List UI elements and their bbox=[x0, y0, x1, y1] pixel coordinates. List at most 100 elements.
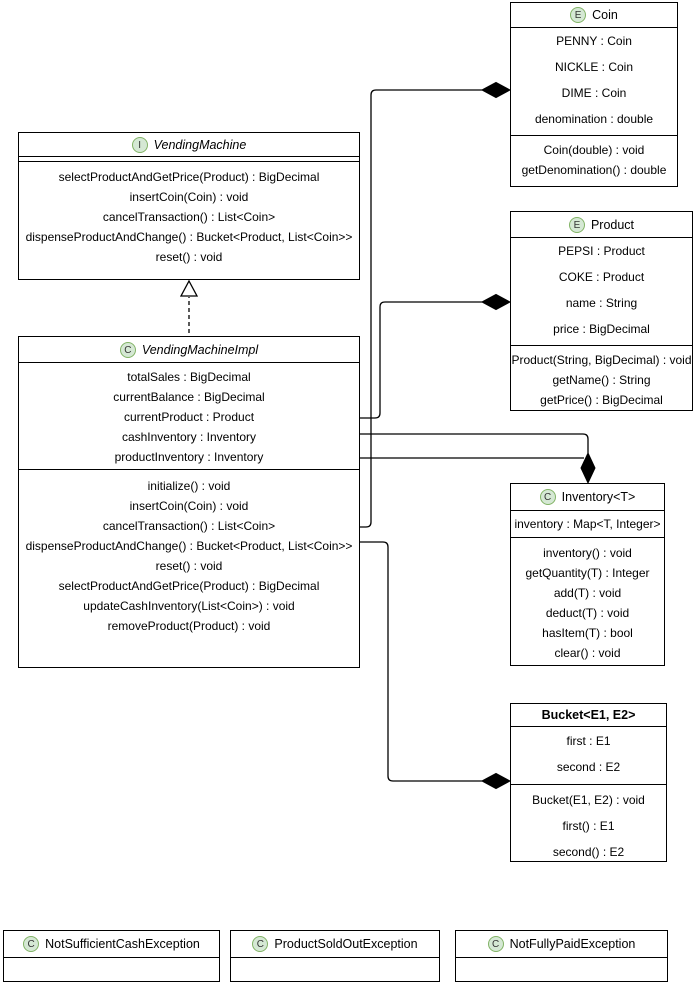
method-row: reset() : void bbox=[155, 559, 223, 573]
class-header: C NotSufficientCashException bbox=[4, 931, 219, 958]
methods-section: Bucket(E1, E2) : void first() : E1 secon… bbox=[511, 785, 666, 865]
class-title: Bucket<E1, E2> bbox=[541, 708, 636, 722]
field-row: cashInventory : Inventory bbox=[121, 430, 257, 444]
class-title: Coin bbox=[592, 8, 618, 22]
fields-section: PENNY : Coin NICKLE : Coin DIME : Coin d… bbox=[511, 28, 677, 136]
field-row: second : E2 bbox=[556, 760, 621, 774]
field-row: COKE : Product bbox=[558, 270, 645, 284]
field-row: first : E1 bbox=[566, 734, 611, 748]
composition-edge-coin[interactable] bbox=[360, 81, 512, 528]
field-row: NICKLE : Coin bbox=[554, 60, 634, 74]
method-row: selectProductAndGetPrice(Product) : BigD… bbox=[58, 579, 320, 593]
method-row: insertCoin(Coin) : void bbox=[129, 499, 249, 513]
method-row: inventory() : void bbox=[543, 546, 632, 560]
class-header: C NotFullyPaidException bbox=[456, 931, 667, 958]
method-row: cancelTransaction() : List<Coin> bbox=[102, 519, 276, 533]
composition-edge-bucket[interactable] bbox=[360, 541, 512, 790]
empty-body-section bbox=[4, 958, 219, 981]
method-row: add(T) : void bbox=[553, 586, 622, 600]
method-row: first() : E1 bbox=[562, 819, 615, 833]
enum-box-product[interactable]: E Product PEPSI : Product COKE : Product… bbox=[510, 211, 693, 411]
realization-edge-vendingmachineimpl-vendingmachine[interactable] bbox=[179, 279, 199, 340]
empty-body-section bbox=[231, 958, 439, 981]
class-badge-icon: C bbox=[539, 489, 556, 505]
edge-line bbox=[360, 541, 482, 782]
field-row: denomination : double bbox=[534, 112, 654, 126]
empty-body-section bbox=[456, 958, 667, 981]
method-row: getQuantity(T) : Integer bbox=[525, 566, 650, 580]
field-row: name : String bbox=[565, 296, 638, 310]
filled-diamond bbox=[480, 772, 512, 790]
method-row: hasItem(T) : bool bbox=[542, 626, 633, 640]
method-row: selectProductAndGetPrice(Product) : BigD… bbox=[58, 170, 320, 184]
composition-edge-product[interactable] bbox=[360, 293, 512, 419]
method-row: Bucket(E1, E2) : void bbox=[532, 793, 645, 807]
fields-section: totalSales : BigDecimal currentBalance :… bbox=[19, 363, 359, 470]
hollow-triangle-arrowhead bbox=[179, 279, 199, 297]
class-title: ProductSoldOutException bbox=[274, 937, 418, 951]
class-badge-icon: C bbox=[252, 936, 269, 952]
class-box-vendingmachineimpl[interactable]: C VendingMachineImpl totalSales : BigDec… bbox=[18, 336, 360, 668]
method-row: clear() : void bbox=[554, 646, 621, 660]
class-title: Inventory<T> bbox=[561, 490, 636, 504]
method-row: removeProduct(Product) : void bbox=[107, 619, 271, 633]
field-row: currentProduct : Product bbox=[123, 410, 255, 424]
edge-line bbox=[360, 89, 482, 528]
class-box-notfullypaidexception[interactable]: C NotFullyPaidException bbox=[455, 930, 668, 982]
method-row: deduct(T) : void bbox=[545, 606, 630, 620]
method-row: initialize() : void bbox=[147, 479, 231, 493]
class-box-notsufficientcashexception[interactable]: C NotSufficientCashException bbox=[3, 930, 220, 982]
class-title: NotSufficientCashException bbox=[45, 937, 200, 951]
class-title: VendingMachineImpl bbox=[141, 342, 259, 357]
field-row: inventory : Map<T, Integer> bbox=[514, 517, 661, 531]
method-row: getDenomination() : double bbox=[521, 163, 667, 177]
method-row: reset() : void bbox=[155, 250, 223, 264]
method-row: getName() : String bbox=[552, 373, 651, 387]
field-row: price : BigDecimal bbox=[553, 322, 650, 336]
methods-section: selectProductAndGetPrice(Product) : BigD… bbox=[19, 162, 359, 267]
class-box-vendingmachine[interactable]: I VendingMachine selectProductAndGetPric… bbox=[18, 132, 360, 280]
class-header: I VendingMachine bbox=[19, 133, 359, 157]
filled-diamond bbox=[580, 451, 596, 485]
field-row: currentBalance : BigDecimal bbox=[113, 390, 265, 404]
method-row: insertCoin(Coin) : void bbox=[129, 190, 249, 204]
enum-badge-icon: E bbox=[568, 216, 585, 233]
enum-badge-icon: E bbox=[570, 7, 587, 23]
class-box-inventory[interactable]: C Inventory<T> inventory : Map<T, Intege… bbox=[510, 483, 665, 666]
class-box-productsoldoutexception[interactable]: C ProductSoldOutException bbox=[230, 930, 440, 982]
fields-section-empty bbox=[19, 157, 359, 162]
field-row: productInventory : Inventory bbox=[114, 450, 264, 464]
class-title: VendingMachine bbox=[153, 137, 247, 152]
class-badge-icon: C bbox=[119, 341, 136, 358]
class-title: NotFullyPaidException bbox=[509, 937, 636, 951]
enum-box-coin[interactable]: E Coin PENNY : Coin NICKLE : Coin DIME :… bbox=[510, 2, 678, 187]
interface-badge-icon: I bbox=[131, 136, 148, 153]
methods-section: Coin(double) : void getDenomination() : … bbox=[511, 136, 677, 180]
methods-section: inventory() : void getQuantity(T) : Inte… bbox=[511, 538, 664, 663]
method-row: Coin(double) : void bbox=[543, 143, 645, 157]
method-row: second() : E2 bbox=[552, 845, 625, 859]
class-title: Product bbox=[590, 217, 635, 232]
method-row: dispenseProductAndChange() : Bucket<Prod… bbox=[25, 230, 353, 244]
field-row: PEPSI : Product bbox=[558, 244, 645, 258]
class-header: E Coin bbox=[511, 3, 677, 28]
field-row: totalSales : BigDecimal bbox=[127, 370, 251, 384]
field-row: DIME : Coin bbox=[561, 86, 627, 100]
class-box-bucket[interactable]: Bucket<E1, E2> first : E1 second : E2 Bu… bbox=[510, 703, 667, 862]
edge-line bbox=[360, 301, 482, 419]
methods-section: initialize() : void insertCoin(Coin) : v… bbox=[19, 470, 359, 636]
method-row: getPrice() : BigDecimal bbox=[540, 393, 663, 407]
filled-diamond bbox=[480, 81, 512, 99]
fields-section: first : E1 second : E2 bbox=[511, 727, 666, 785]
fields-section: PEPSI : Product COKE : Product name : St… bbox=[511, 238, 692, 346]
class-header: E Product bbox=[511, 212, 692, 238]
field-row: PENNY : Coin bbox=[556, 34, 632, 48]
class-header: C Inventory<T> bbox=[511, 484, 664, 511]
class-header: Bucket<E1, E2> bbox=[511, 704, 666, 727]
method-row: Product(String, BigDecimal) : void bbox=[511, 353, 692, 367]
edge-line bbox=[360, 433, 589, 453]
fields-section: inventory : Map<T, Integer> bbox=[511, 511, 664, 538]
composition-edge-inventory-1[interactable] bbox=[360, 433, 596, 485]
methods-section: Product(String, BigDecimal) : void getNa… bbox=[511, 346, 692, 410]
